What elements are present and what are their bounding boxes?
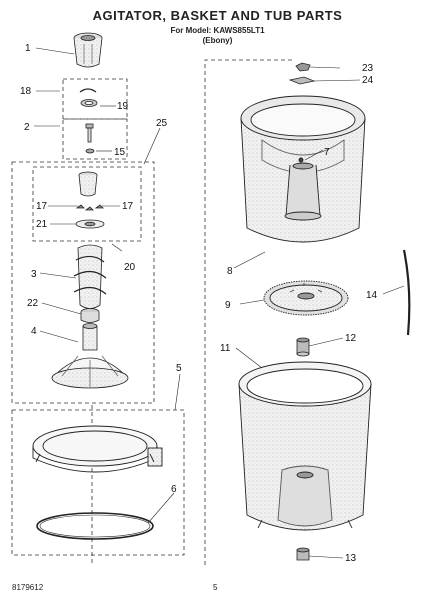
callout-8: 8	[227, 266, 233, 277]
leader-line	[239, 299, 265, 305]
callout-20: 20	[124, 262, 136, 273]
callout-17-left: 17	[36, 201, 48, 212]
leader-line	[308, 337, 344, 347]
callout-2: 2	[24, 122, 30, 133]
callout-5: 5	[176, 363, 182, 374]
callout-18: 18	[20, 86, 32, 97]
model-line: For Model: KAWS855LT1	[170, 26, 265, 35]
page-number: 5	[213, 583, 218, 592]
leader-line	[233, 251, 266, 269]
callout-19: 19	[117, 101, 129, 112]
callout-15: 15	[114, 147, 126, 158]
spanner-nut-part	[288, 62, 316, 85]
group-box-25	[11, 161, 155, 404]
callout-17-right: 17	[122, 201, 134, 212]
group-box-2	[62, 118, 128, 160]
seal-part	[79, 88, 98, 107]
group-box-18	[62, 78, 128, 120]
leader-line	[304, 149, 324, 161]
clamp-ring-part	[36, 512, 154, 540]
callout-3: 3	[31, 269, 37, 280]
page-title: AGITATOR, BASKET AND TUB PARTS	[92, 8, 343, 23]
agitator-cap-part	[73, 32, 103, 68]
callout-4: 4	[31, 326, 37, 337]
leader-line	[41, 302, 82, 315]
callout-9: 9	[225, 300, 231, 311]
basket-drive-hub-part	[263, 280, 349, 316]
leader-line	[39, 330, 79, 343]
basket-part	[240, 95, 366, 243]
callout-11: 11	[220, 343, 231, 354]
leader-line	[35, 47, 75, 55]
callout-12: 12	[345, 333, 357, 344]
leader-line	[308, 555, 344, 559]
callout-14: 14	[366, 290, 378, 301]
callout-6: 6	[171, 484, 177, 495]
leader-line	[147, 492, 175, 524]
group-box-5	[11, 409, 185, 556]
part-number: 8179612	[12, 583, 44, 592]
tub-ring-part	[32, 425, 163, 473]
shaft-alignment-line	[204, 59, 295, 565]
color-line: (Ebony)	[202, 36, 233, 45]
callout-7: 7	[324, 147, 330, 158]
leader-line	[174, 373, 181, 411]
callout-13: 13	[345, 553, 357, 564]
tub-nut-part	[296, 547, 310, 561]
drive-bushing-part	[296, 337, 310, 357]
leader-line	[313, 79, 361, 82]
callout-25: 25	[156, 118, 168, 129]
leader-line	[111, 243, 123, 252]
callout-21: 21	[36, 219, 48, 230]
bolt-part	[85, 123, 95, 154]
cam-part	[75, 171, 105, 229]
leader-line	[235, 347, 263, 369]
callout-24: 24	[362, 75, 374, 86]
leader-line	[382, 285, 405, 295]
leader-line	[39, 272, 77, 279]
outer-tub-part	[238, 361, 372, 531]
agitator-base-part	[51, 323, 129, 389]
leader-line	[143, 127, 161, 165]
callout-1: 1	[25, 43, 31, 54]
drain-hose-part	[402, 249, 411, 336]
leader-line	[309, 66, 341, 69]
callout-22: 22	[27, 298, 39, 309]
bearing-ring-part	[80, 308, 100, 323]
auger-part	[73, 244, 107, 309]
callout-23: 23	[362, 63, 374, 74]
